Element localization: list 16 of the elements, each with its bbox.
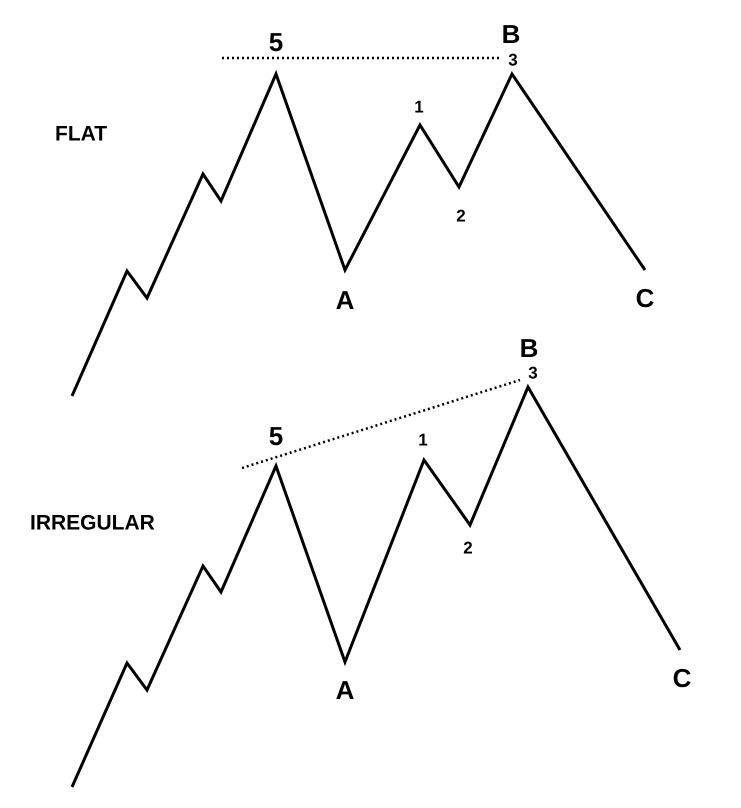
wave-label: B bbox=[502, 21, 520, 47]
wave-label: 3 bbox=[528, 364, 538, 382]
wave-label: 2 bbox=[456, 208, 466, 224]
wave-label: 1 bbox=[414, 98, 424, 116]
wave-label: C bbox=[636, 285, 654, 311]
wave-label: 5 bbox=[268, 423, 284, 449]
wave-label: 1 bbox=[418, 432, 428, 448]
wave-label: A bbox=[336, 677, 354, 703]
wave-label: 2 bbox=[463, 540, 473, 556]
wave-label: A bbox=[336, 287, 354, 313]
pattern-title: FLAT bbox=[55, 124, 108, 144]
wave-label: 5 bbox=[268, 29, 284, 55]
pattern-title: IRREGULAR bbox=[30, 512, 155, 534]
wave-label: C bbox=[672, 665, 692, 691]
wave-label: B bbox=[520, 335, 538, 361]
wave-label: 3 bbox=[508, 52, 518, 68]
